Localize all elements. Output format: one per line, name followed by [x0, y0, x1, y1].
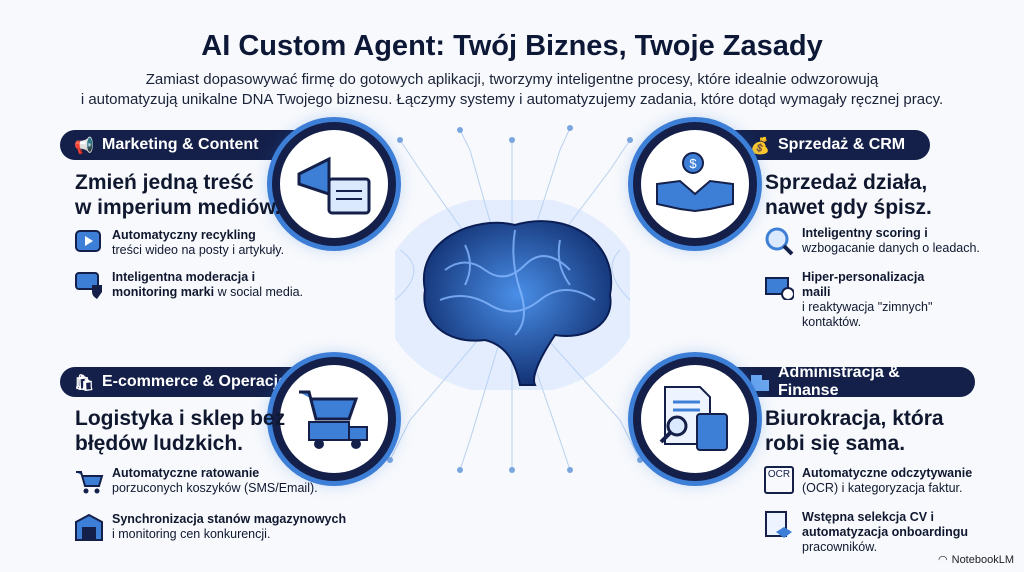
chat-shield-icon [74, 270, 104, 300]
subtitle-line-2: i automatyzują unikalne DNA Twojego bizn… [80, 91, 944, 108]
item-title: Synchronizacja stanów magazynowych [112, 512, 347, 526]
svg-text:$: $ [689, 156, 697, 171]
shopping-bag-icon: 🛍 [74, 375, 95, 392]
ocr-icon-label: OCR [767, 469, 791, 480]
video-recycle-icon [74, 228, 104, 258]
notebooklm-watermark: ◠NotebookLM [938, 553, 1014, 567]
item-title: Automatyczne ratowanie [112, 466, 260, 480]
warehouse-icon [74, 512, 104, 542]
item-text: i reaktywacja "zimnych" kontaktów. [802, 300, 933, 329]
subtitle-line-1: Zamiast dopasowywać firmę do gotowych ap… [145, 71, 879, 88]
sales-headline: Sprzedaż działa,nawet gdy śpisz. [765, 170, 932, 220]
list-item: OCR Automatyczne odczytywanie(OCR) i kate… [764, 466, 1004, 496]
handshake-dollar-icon: $ [656, 152, 734, 213]
section-label: Administracja & Finanse [778, 364, 900, 399]
megaphone-webpage-icon [297, 156, 371, 215]
headline-line: Sprzedaż działa, [765, 171, 928, 194]
item-text: w social media. [214, 285, 304, 299]
item-text: wzbogacanie danych o leadach. [802, 241, 980, 255]
building-icon [750, 373, 770, 391]
headline-line: w imperium mediów. [75, 196, 281, 219]
cart-truck-icon [299, 390, 368, 449]
item-title: Inteligentny scoring i [802, 226, 928, 240]
item-text: pracowników. [802, 540, 878, 554]
cv-handshake-icon [764, 510, 794, 540]
item-title: Automatyczne odczytywanie [802, 466, 973, 480]
notebooklm-logo-icon: ◠ [938, 554, 948, 566]
email-clock-icon [764, 270, 795, 301]
ecommerce-illustration [272, 357, 396, 481]
item-text: treści wideo na posty i artykuły. [112, 243, 285, 257]
item-text: porzuconych koszyków (SMS/Email). [112, 481, 318, 495]
section-label: E-commerce & Operacje [102, 373, 287, 390]
headline-line: Zmień jedną treść [75, 171, 254, 194]
cart-icon [74, 466, 104, 496]
headline-line: Logistyka i sklep bez [75, 407, 286, 430]
brain-icon [395, 200, 630, 390]
headline-line: robi się sama. [765, 432, 906, 455]
document-calculator-icon [659, 386, 728, 451]
item-title: automatyzacja onboardingu [802, 525, 968, 539]
item-title: Inteligentna moderacja i [112, 270, 256, 284]
page-title: AI Custom Agent: Twój Biznes, Twoje Zasa… [201, 30, 823, 62]
item-title: Automatyczny recykling [112, 228, 256, 242]
search-chart-icon [764, 226, 794, 256]
item-title: Hiper-personalizacja maili [802, 270, 925, 299]
watermark-text: NotebookLM [951, 553, 1014, 566]
item-title: Wstępna selekcja CV i [802, 510, 935, 524]
section-label: Marketing & Content [102, 136, 259, 153]
sales-illustration: $ [633, 122, 757, 246]
megaphone-icon: 📢 [74, 138, 94, 155]
section-label: Sprzedaż & CRM [778, 136, 906, 153]
subtitle: Zamiast dopasowywać firmę do gotowych ap… [0, 70, 1024, 110]
ocr-icon: OCR [764, 466, 794, 494]
money-bag-icon: 💰 [750, 138, 770, 155]
headline-line: Biurokracja, która [765, 407, 944, 430]
headline-line: nawet gdy śpisz. [765, 196, 932, 219]
item-text: (OCR) i kategoryzacja faktur. [802, 481, 963, 495]
marketing-illustration [272, 122, 396, 246]
section-pill-sales: 💰 Sprzedaż & CRM [700, 130, 930, 160]
item-text: i monitoring cen konkurencji. [112, 527, 271, 541]
headline-line: błędów ludzkich. [75, 432, 244, 455]
admin-illustration [633, 357, 757, 481]
item-title: monitoring marki [112, 285, 215, 299]
